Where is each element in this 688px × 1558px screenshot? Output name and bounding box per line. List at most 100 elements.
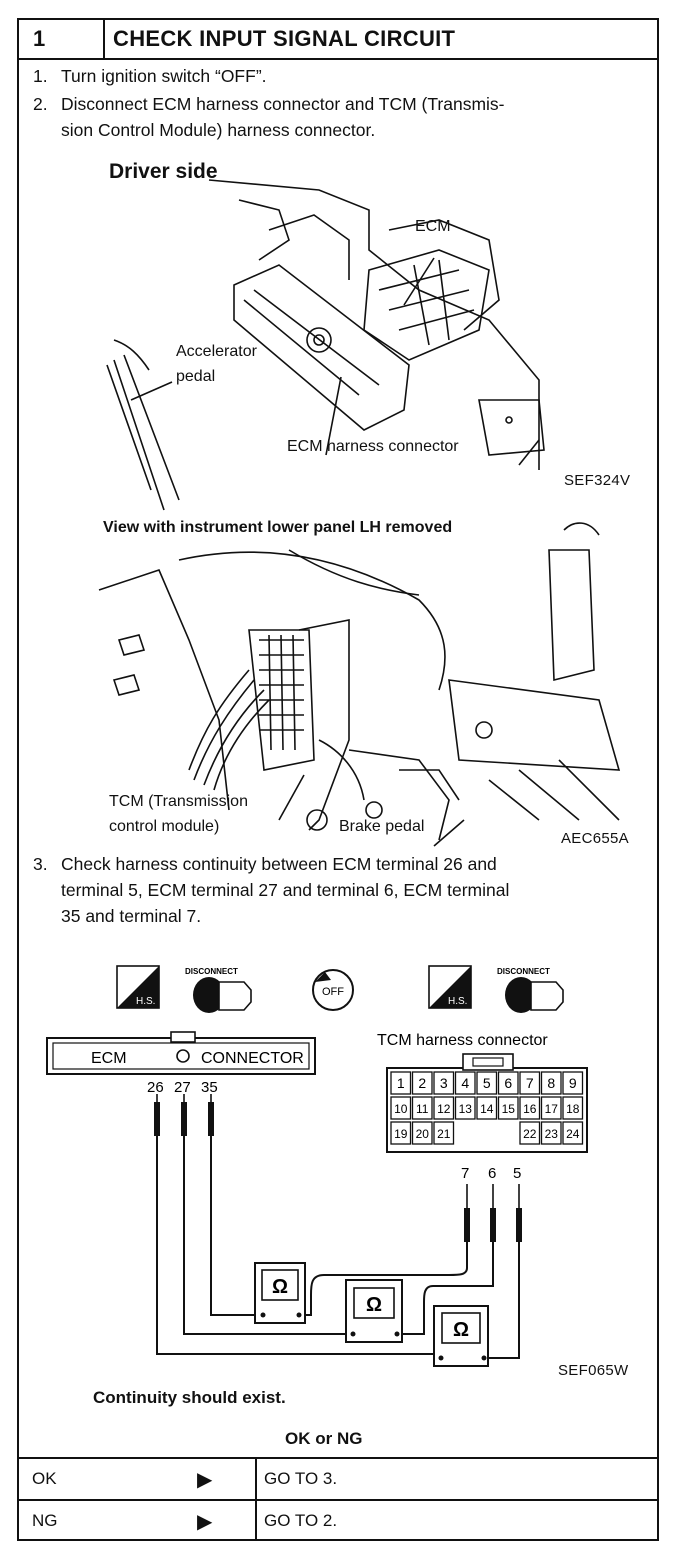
tcm-terminal-cell <box>411 1096 433 1120</box>
result-action: GO TO 2. <box>264 1511 338 1530</box>
instruction-number: 2. <box>33 94 48 114</box>
tcm-terminal-cell <box>476 1096 498 1120</box>
tcm-terminal-cell <box>497 1096 519 1120</box>
tcm-terminal-cell <box>433 1121 455 1145</box>
hs-icon: H.S. <box>428 965 472 1009</box>
instruction-text: Disconnect ECM harness connector and TCM… <box>61 94 505 114</box>
tcm-terminal-cell <box>476 1071 498 1095</box>
figure2-heading: View with instrument lower panel LH remo… <box>103 519 453 536</box>
tcm-terminal-number: 14 <box>480 1102 494 1116</box>
arrow-right-icon: ▶ <box>197 1469 213 1491</box>
disconnect-icon: DISCONNECT <box>185 967 252 1013</box>
tcm-terminal-cell <box>540 1096 562 1120</box>
tcm-terminal-number: 23 <box>545 1127 559 1141</box>
instruction-text: Turn ignition switch “OFF”. <box>61 66 267 86</box>
disconnect-icon: DISCONNECT <box>497 967 564 1013</box>
instruction-number: 1. <box>33 66 48 86</box>
ignition-off-icon: OFF <box>312 969 354 1011</box>
tcm-terminal-number: 2 <box>418 1075 426 1091</box>
tcm-terminal-number: 20 <box>416 1127 430 1141</box>
tcm-terminal-cell <box>390 1121 412 1145</box>
tcm-terminal-number: 10 <box>394 1102 408 1116</box>
tcm-terminal-cell <box>519 1121 541 1145</box>
svg-text:27: 27 <box>174 1079 191 1096</box>
svg-text:Ω: Ω <box>366 1294 382 1316</box>
tcm-terminal-cell <box>562 1096 584 1120</box>
figure3-code: SEF065W <box>558 1362 629 1379</box>
tcm-terminal-cell <box>519 1096 541 1120</box>
tcm-terminal-number: 4 <box>461 1075 469 1091</box>
figure2-illustration <box>98 522 621 847</box>
tcm-terminal-cell <box>454 1071 476 1095</box>
figure1-code: SEF324V <box>564 472 631 489</box>
continuity-diagram: H.S. DISCONNECT OFF H.S. DISCONNECT <box>46 965 588 1367</box>
instruction-text: Check harness continuity between ECM ter… <box>61 854 497 874</box>
instruction-text: 35 and terminal 7. <box>61 906 202 926</box>
ecm-probes <box>154 1102 214 1136</box>
tcm-terminal-cell <box>390 1071 412 1095</box>
tcm-terminal-cell <box>562 1071 584 1095</box>
result-action: GO TO 3. <box>264 1469 338 1488</box>
tcm-terminal-number: 24 <box>566 1127 580 1141</box>
label-accelerator: Accelerator <box>176 343 257 360</box>
figure1-heading: Driver side <box>109 160 218 183</box>
tcm-terminal-number: 17 <box>545 1102 559 1116</box>
divider <box>255 1459 257 1499</box>
result-condition: NG <box>32 1511 58 1530</box>
tcm-terminal-number: 1 <box>397 1075 405 1091</box>
divider <box>255 1501 257 1541</box>
tcm-terminal-cell <box>411 1121 433 1145</box>
tcm-terminal-number: 5 <box>483 1075 491 1091</box>
arrow-right-icon: ▶ <box>197 1511 213 1533</box>
svg-text:CONNECTOR: CONNECTOR <box>201 1050 304 1067</box>
ohmmeter: Ω <box>254 1262 306 1324</box>
tcm-terminal-number: 16 <box>523 1102 537 1116</box>
svg-text:Ω: Ω <box>272 1276 288 1298</box>
label-ecm: ECM <box>415 218 451 235</box>
continuity-note: Continuity should exist. <box>93 1388 286 1407</box>
tcm-terminal-number: 3 <box>440 1075 448 1091</box>
tcm-terminal-number: 9 <box>569 1075 577 1091</box>
ecm-connector: ECM CONNECTOR 26 27 35 <box>46 1031 316 1096</box>
svg-text:6: 6 <box>488 1165 496 1182</box>
step-title: CHECK INPUT SIGNAL CIRCUIT <box>113 26 456 51</box>
svg-text:DISCONNECT: DISCONNECT <box>497 967 550 976</box>
tcm-terminal-cell <box>454 1096 476 1120</box>
tcm-terminal-cell <box>497 1071 519 1095</box>
tcm-terminal-number: 6 <box>504 1075 512 1091</box>
svg-text:7: 7 <box>461 1165 469 1182</box>
svg-text:35: 35 <box>201 1079 218 1096</box>
tcm-terminal-number: 13 <box>459 1102 473 1116</box>
svg-text:26: 26 <box>147 1079 164 1096</box>
instruction-number: 3. <box>33 854 48 874</box>
svg-text:ECM: ECM <box>91 1050 127 1067</box>
svg-text:H.S.: H.S. <box>448 996 467 1007</box>
tcm-terminal-cell <box>390 1096 412 1120</box>
step-number: 1 <box>19 20 105 58</box>
tcm-terminal-number: 18 <box>566 1102 580 1116</box>
figure1-illustration <box>106 179 545 511</box>
tcm-terminal-cell <box>562 1121 584 1145</box>
ohmmeter: Ω <box>345 1279 403 1343</box>
result-condition: OK <box>32 1469 57 1488</box>
result-row-ng: NG ▶ GO TO 2. <box>19 1499 657 1541</box>
tcm-terminal-number: 11 <box>416 1102 429 1116</box>
svg-text:5: 5 <box>513 1165 521 1182</box>
instruction-text: terminal 5, ECM terminal 27 and terminal… <box>61 880 510 900</box>
result-row-ok: OK ▶ GO TO 3. <box>19 1457 657 1499</box>
tcm-terminal-cell <box>411 1071 433 1095</box>
tcm-probes <box>464 1208 522 1242</box>
label-brake-pedal: Brake pedal <box>339 818 425 835</box>
tcm-terminal-number: 7 <box>526 1075 534 1091</box>
tcm-terminal-number: 21 <box>437 1127 451 1141</box>
svg-text:Ω: Ω <box>453 1319 469 1341</box>
tcm-terminal-cell <box>540 1071 562 1095</box>
tcm-connector-title: TCM harness connector <box>377 1032 548 1049</box>
step-header: 1 CHECK INPUT SIGNAL CIRCUIT <box>19 20 657 60</box>
tcm-terminal-cell <box>433 1096 455 1120</box>
ok-or-ng-question: OK or NG <box>285 1429 363 1448</box>
svg-text:H.S.: H.S. <box>136 996 155 1007</box>
ohmmeter: Ω <box>433 1305 489 1367</box>
tcm-terminal-cell <box>519 1071 541 1095</box>
